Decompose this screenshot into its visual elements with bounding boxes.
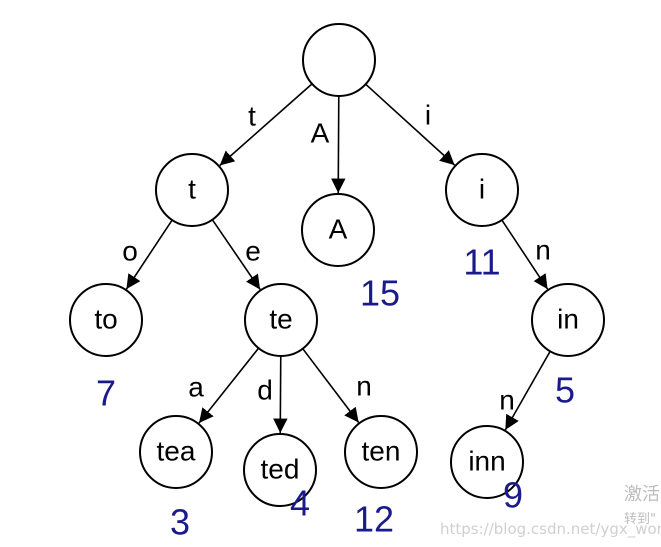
edge-root-A — [331, 95, 346, 194]
node-value-ted: 4 — [290, 483, 310, 524]
node-circle-root — [302, 23, 376, 97]
edge-label-t-to: o — [122, 235, 138, 266]
node-circle-i — [445, 153, 519, 227]
edge-label-root-t: t — [248, 100, 256, 131]
node-ten: ten 12 — [344, 415, 418, 540]
edge-label-t-te: e — [245, 235, 261, 266]
watermark-activate: 激活 — [624, 484, 660, 505]
node-label-t: t — [188, 173, 196, 204]
node-te: te — [244, 283, 318, 357]
node-value-in: 5 — [555, 370, 575, 411]
node-label-in: in — [557, 303, 579, 334]
node-circle-A — [301, 193, 375, 267]
node-value-A: 15 — [360, 273, 400, 314]
node-t: t — [155, 153, 229, 227]
node-label-A: A — [329, 213, 348, 244]
edge-label-in-inn: n — [499, 384, 515, 415]
node-to: to 7 — [69, 283, 143, 414]
node-label-tea: tea — [157, 435, 196, 466]
node-root — [302, 23, 376, 97]
node-circle-to — [69, 283, 143, 357]
node-circle-ted — [243, 433, 317, 507]
edge-te-tea — [198, 347, 260, 424]
node-label-inn: inn — [468, 445, 505, 476]
node-value-to: 7 — [96, 373, 116, 414]
node-A: A 15 — [301, 193, 400, 314]
node-value-i: 11 — [463, 242, 500, 283]
node-circle-ten — [344, 415, 418, 489]
node-circle-t — [155, 153, 229, 227]
node-value-ten: 12 — [354, 499, 394, 540]
node-label-ten: ten — [362, 435, 401, 466]
node-value-tea: 3 — [170, 502, 190, 543]
edge-label-te-tea: a — [188, 371, 204, 402]
edge-t-to — [125, 219, 173, 290]
node-i: i 11 — [445, 153, 519, 283]
edge-te-ted — [273, 355, 288, 434]
edge-label-root-i: i — [425, 99, 431, 130]
edge-label-te-ted: d — [257, 374, 273, 405]
watermark-activate-sub: 转到" — [624, 512, 656, 527]
edge-in-inn — [504, 350, 551, 431]
node-label-ted: ted — [261, 453, 300, 484]
edge-i-in — [501, 219, 549, 290]
edge-t-te — [211, 219, 261, 290]
node-circle-inn — [450, 425, 524, 499]
edge-label-root-A: A — [311, 117, 330, 148]
node-in: in 5 — [531, 283, 605, 411]
edge-te-ten — [302, 348, 360, 423]
node-tea: tea 3 — [139, 415, 213, 543]
edge-label-te-ten: n — [356, 370, 372, 401]
node-circle-te — [244, 283, 318, 357]
node-circle-in — [531, 283, 605, 357]
node-label-i: i — [479, 173, 485, 204]
edge-root-t — [219, 83, 313, 167]
watermark-url: https://blog.csdn.net/ygx_work — [440, 520, 661, 538]
node-label-te: te — [269, 303, 292, 334]
edge-label-i-in: n — [535, 234, 551, 265]
node-value-inn: 9 — [503, 475, 523, 516]
node-label-to: to — [94, 303, 117, 334]
node-circle-tea — [139, 415, 213, 489]
edge-root-i — [365, 83, 456, 166]
